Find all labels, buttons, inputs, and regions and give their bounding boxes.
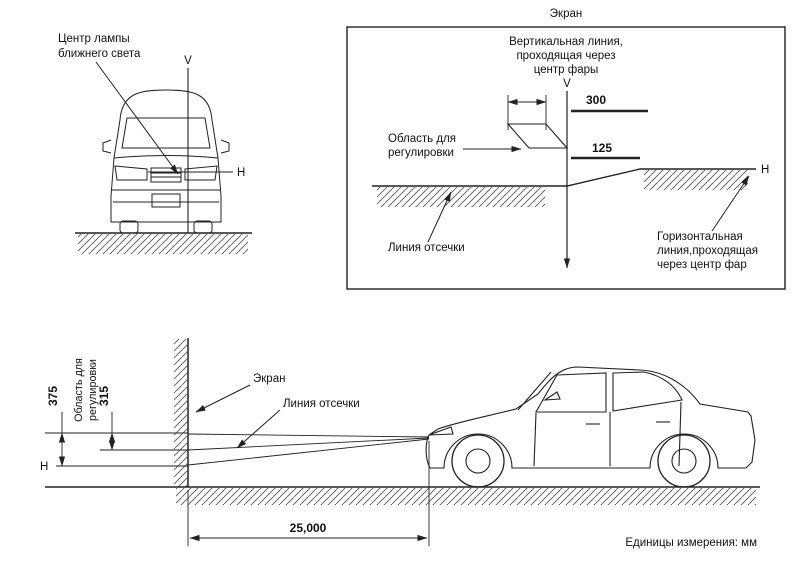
beam-lines: [187, 433, 430, 466]
adjust-area-label: Область для: [388, 133, 456, 145]
adjust-area-label-line2: регулировки: [87, 359, 99, 421]
h-axis-label: Н: [761, 164, 769, 176]
windshield: [517, 371, 552, 411]
adjust-area-label: Область для: [73, 358, 85, 422]
front-view-diagram: Центр лампы ближнего света V Н: [58, 33, 252, 254]
vertical-line-label: Вертикальная линия,: [509, 36, 623, 48]
front-window: [535, 372, 607, 413]
units-note: Единицы измерения: мм: [625, 537, 757, 549]
horizontal-line-label-line3: через центр фар: [657, 259, 747, 271]
screen-detail-panel: Экран Вертикальная линия, проходящая чер…: [346, 8, 786, 290]
cutoff-line-label: Линия отсечки: [388, 242, 465, 254]
distance-value: 25,000: [290, 521, 327, 535]
cutoff-hatching-left: [377, 187, 545, 207]
car-front-view: [102, 89, 230, 234]
headlight-left: [114, 165, 148, 181]
dim-300-value: 300: [586, 93, 606, 107]
headlight: [428, 426, 454, 436]
screen-label: Экран: [253, 373, 285, 385]
car-side-view: [425, 366, 756, 488]
side-mirror: [542, 391, 561, 401]
panel-border: [346, 26, 786, 290]
adjust-area-label-line2: регулировки: [388, 147, 454, 159]
screen-wall-hatching: [174, 339, 188, 487]
dim-375-value: 375: [46, 386, 60, 406]
v-axis-label: V: [563, 78, 571, 90]
cutoff-leader-arrow: [236, 409, 281, 449]
vertical-line-label-line3: центр фары: [534, 64, 599, 76]
wheel-left: [119, 220, 139, 234]
cutoff-leader-arrow: [427, 191, 452, 243]
car-body: [425, 366, 756, 469]
ground-hatching: [176, 488, 756, 505]
rear-window: [612, 371, 683, 412]
cutoff-line: [372, 168, 756, 187]
h-axis-label: Н: [237, 167, 245, 179]
wheel-right: [193, 220, 213, 234]
front-wheel: [451, 434, 505, 488]
cutoff-hatching-right: [644, 170, 748, 190]
dim-125-value: 125: [592, 141, 612, 155]
screen-leader-arrow: [195, 384, 251, 413]
lamp-center-label: Центр лампы: [58, 33, 130, 45]
h-axis-label: Н: [40, 461, 48, 473]
horizontal-line-label: Горизонтальная: [657, 231, 743, 243]
panel-title: Экран: [550, 8, 582, 20]
horizontal-line-label-line2: линия,проходящая: [657, 245, 758, 257]
vertical-line-label-line2: проходящая через: [516, 50, 615, 62]
dim-315-value: 315: [97, 386, 111, 406]
side-view-diagram: Экран Линия отсечки Н 375 315 Область дл…: [40, 338, 760, 549]
lamp-center-label-line2: ближнего света: [58, 48, 141, 60]
headlight-right: [184, 165, 218, 181]
adjustment-area: [506, 123, 569, 149]
ground-hatching: [78, 234, 248, 254]
rear-wheel: [657, 434, 711, 488]
cutoff-line-label: Линия отсечки: [283, 398, 360, 410]
license-plate: [151, 193, 181, 208]
horizontal-line-leader-arrow: [711, 175, 750, 232]
grille: [150, 167, 182, 183]
v-axis-label: V: [184, 55, 192, 67]
